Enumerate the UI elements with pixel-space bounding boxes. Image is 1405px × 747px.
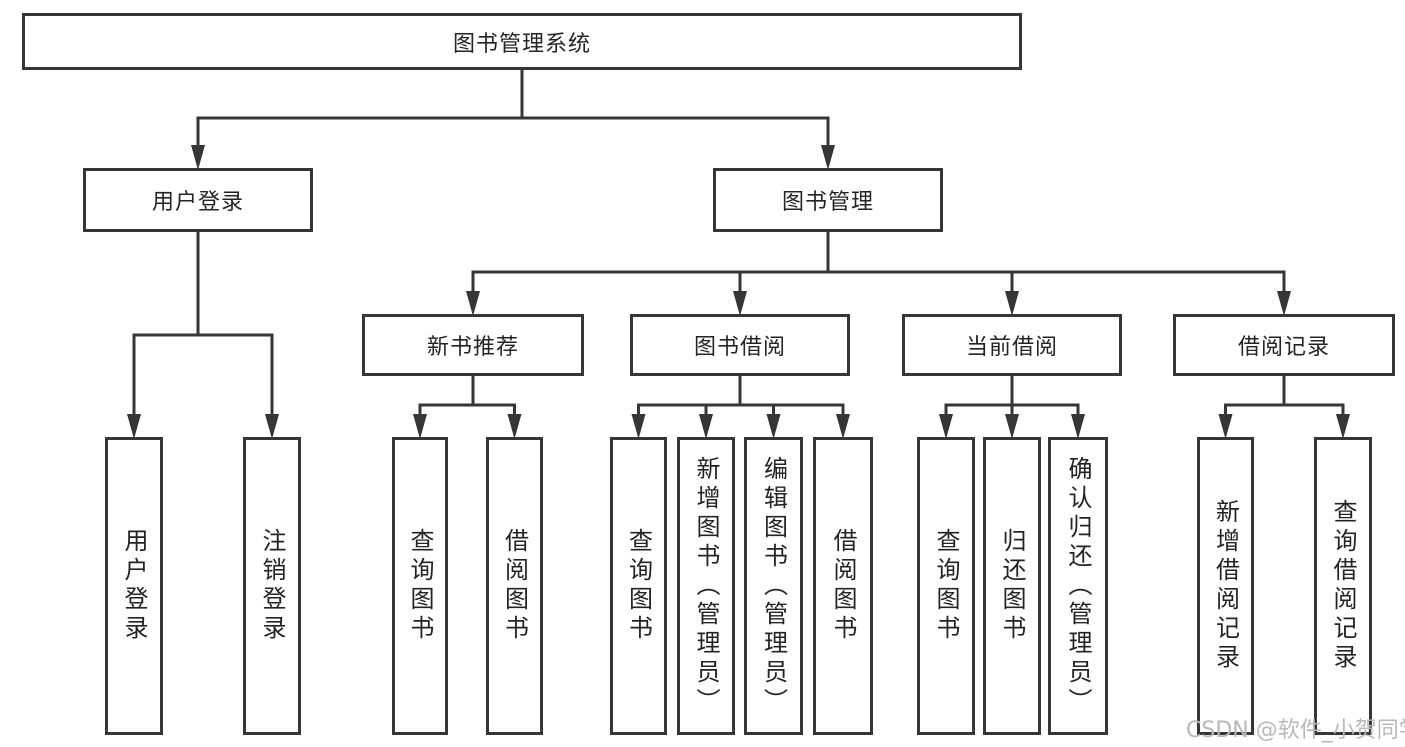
node-leaf-return-book: 归还图书 — [983, 437, 1041, 735]
node-leaf-query-book-c: 查询图书 — [917, 437, 975, 735]
arrowhead-icon — [466, 291, 480, 316]
node-label-leaf-query-book-b: 查询图书 — [624, 528, 653, 644]
node-label-leaf-user-login: 用户登录 — [120, 528, 148, 644]
node-label-leaf-logout: 注销登录 — [258, 528, 286, 644]
node-label-new-book-rec: 新书推荐 — [426, 335, 519, 360]
arrowhead-icon — [631, 414, 646, 439]
node-book-mgmt: 图书管理 — [713, 168, 943, 232]
node-leaf-borrow-book-a: 借阅图书 — [486, 437, 543, 735]
node-label-leaf-query-book-c: 查询图书 — [932, 528, 960, 644]
node-label-book-mgmt: 图书管理 — [781, 190, 874, 215]
node-book-borrow: 图书借阅 — [630, 314, 850, 376]
arrowhead-icon — [507, 414, 522, 439]
arrowhead-icon — [1277, 291, 1291, 316]
node-label-leaf-return-book: 归还图书 — [998, 528, 1026, 644]
node-label-user-login: 用户登录 — [151, 190, 244, 215]
node-label-leaf-add-book: 新增图书（管理员） — [692, 455, 720, 717]
arrowhead-icon — [127, 414, 141, 439]
node-leaf-query-book-a: 查询图书 — [392, 437, 448, 735]
node-leaf-borrow-book-b: 借阅图书 — [813, 437, 873, 735]
node-leaf-query-book-b: 查询图书 — [610, 437, 667, 735]
node-leaf-query-record: 查询借阅记录 — [1314, 437, 1372, 735]
arrowhead-icon — [1071, 414, 1085, 439]
csdn-watermark: CSDN @软件_小贺同学 — [1186, 718, 1405, 743]
arrowhead-icon — [733, 291, 747, 316]
node-label-leaf-query-record: 查询借阅记录 — [1329, 499, 1357, 673]
arrowhead-icon — [821, 145, 835, 170]
arrowhead-icon — [1005, 291, 1019, 316]
node-label-book-borrow: 图书借阅 — [693, 335, 786, 360]
node-new-book-rec: 新书推荐 — [362, 314, 584, 376]
node-label-leaf-borrow-book-b: 借阅图书 — [829, 528, 857, 644]
arrowhead-icon — [699, 414, 713, 439]
arrowhead-icon — [265, 414, 279, 439]
node-user-login: 用户登录 — [83, 168, 313, 232]
node-leaf-add-record: 新增借阅记录 — [1197, 437, 1254, 735]
node-label-current-borrow: 当前借阅 — [965, 335, 1058, 360]
node-leaf-user-login: 用户登录 — [105, 437, 163, 735]
node-leaf-confirm-return: 确认归还（管理员） — [1048, 437, 1108, 735]
arrowhead-icon — [766, 414, 781, 439]
node-label-leaf-borrow-book-a: 借阅图书 — [500, 528, 529, 644]
node-leaf-edit-book: 编辑图书（管理员） — [744, 437, 803, 735]
node-root: 图书管理系统 — [22, 13, 1022, 70]
arrowhead-icon — [1218, 414, 1233, 439]
node-leaf-add-book: 新增图书（管理员） — [677, 437, 735, 735]
node-label-leaf-query-book-a: 查询图书 — [406, 528, 434, 644]
arrowhead-icon — [413, 414, 427, 439]
node-label-leaf-edit-book: 编辑图书（管理员） — [759, 455, 788, 717]
node-leaf-logout: 注销登录 — [243, 437, 301, 735]
arrowhead-icon — [1336, 414, 1350, 439]
arrowhead-icon — [1005, 414, 1019, 439]
node-label-borrow-record: 借阅记录 — [1237, 335, 1330, 360]
node-label-leaf-confirm-return: 确认归还（管理员） — [1064, 455, 1092, 717]
arrowhead-icon — [836, 414, 850, 439]
arrowhead-icon — [939, 414, 953, 439]
node-current-borrow: 当前借阅 — [902, 314, 1122, 376]
node-borrow-record: 借阅记录 — [1173, 314, 1395, 376]
node-label-root: 图书管理系统 — [452, 31, 591, 57]
arrowhead-icon — [191, 145, 205, 170]
node-label-leaf-add-record: 新增借阅记录 — [1211, 499, 1240, 673]
